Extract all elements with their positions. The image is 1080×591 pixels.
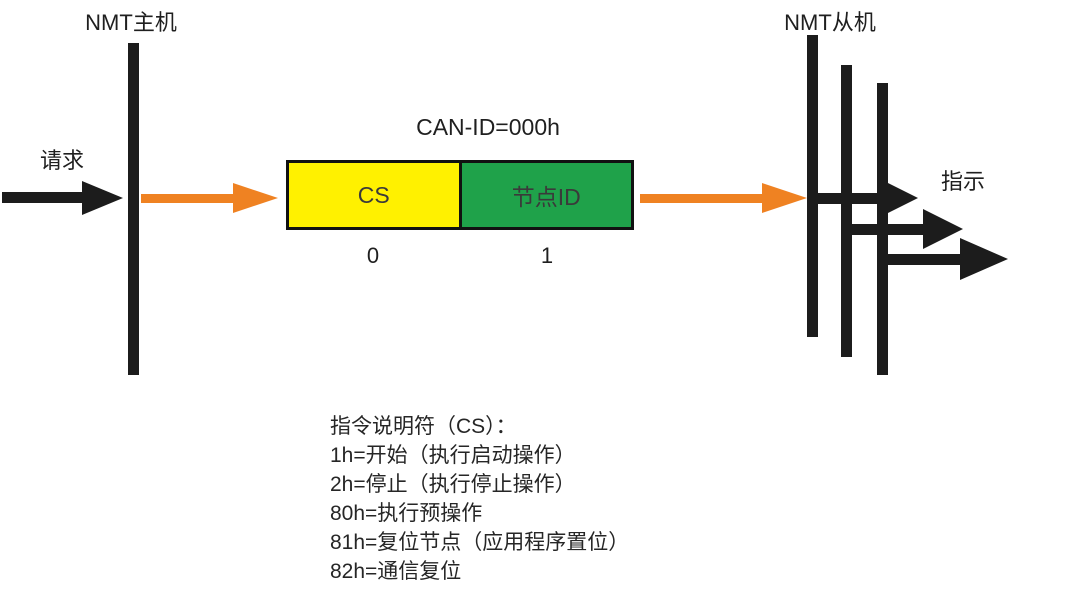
cs-legend-item: 80h=执行预操作 xyxy=(330,502,483,525)
byte-index-1: 1 xyxy=(540,243,554,268)
indication-arrow-3-head xyxy=(960,238,1008,280)
frame-cell-cs: CS xyxy=(289,163,462,227)
can-frame-box: CS 节点ID xyxy=(286,160,634,230)
cs-legend-title: 指令说明符（CS）： xyxy=(330,415,517,438)
can-id-label: CAN-ID=000h xyxy=(416,114,560,140)
cs-legend-item: 2h=停止（执行停止操作） xyxy=(330,473,576,496)
request-label: 请求 xyxy=(40,148,85,173)
indication-arrow-2-shaft xyxy=(851,224,923,235)
indication-arrow-2-head xyxy=(923,209,963,249)
frame-cell-nodeid: 节点ID xyxy=(461,163,631,227)
cs-legend-item: 81h=复位节点（应用程序置位） xyxy=(330,531,630,554)
indication-arrow-1-shaft xyxy=(818,193,888,204)
byte-index-0: 0 xyxy=(366,243,380,268)
cs-legend-item: 82h=通信复位 xyxy=(330,560,462,583)
nmt-master-title: NMT主机 xyxy=(85,10,177,35)
nmt-slave-title: NMT从机 xyxy=(784,10,876,35)
request-arrow-head xyxy=(82,181,123,215)
nmt-slave-node-bar-2 xyxy=(841,65,852,357)
master-to-frame-arrow-head xyxy=(233,183,278,213)
request-arrow-shaft xyxy=(2,192,82,203)
master-to-frame-arrow-shaft xyxy=(141,194,233,203)
nmt-master-node-bar xyxy=(128,43,139,375)
indication-label: 指示 xyxy=(941,169,986,194)
cs-legend: 指令说明符（CS）： 1h=开始（执行启动操作） 2h=停止（执行停止操作） 8… xyxy=(330,412,629,586)
frame-to-slave-arrow-head xyxy=(762,183,807,213)
nmt-slave-node-bar-1 xyxy=(807,35,818,337)
indication-arrow-1-head xyxy=(888,183,918,213)
cs-legend-item: 1h=开始（执行启动操作） xyxy=(330,444,576,467)
frame-to-slave-arrow-shaft xyxy=(640,194,762,203)
indication-arrow-3-shaft xyxy=(888,254,960,265)
